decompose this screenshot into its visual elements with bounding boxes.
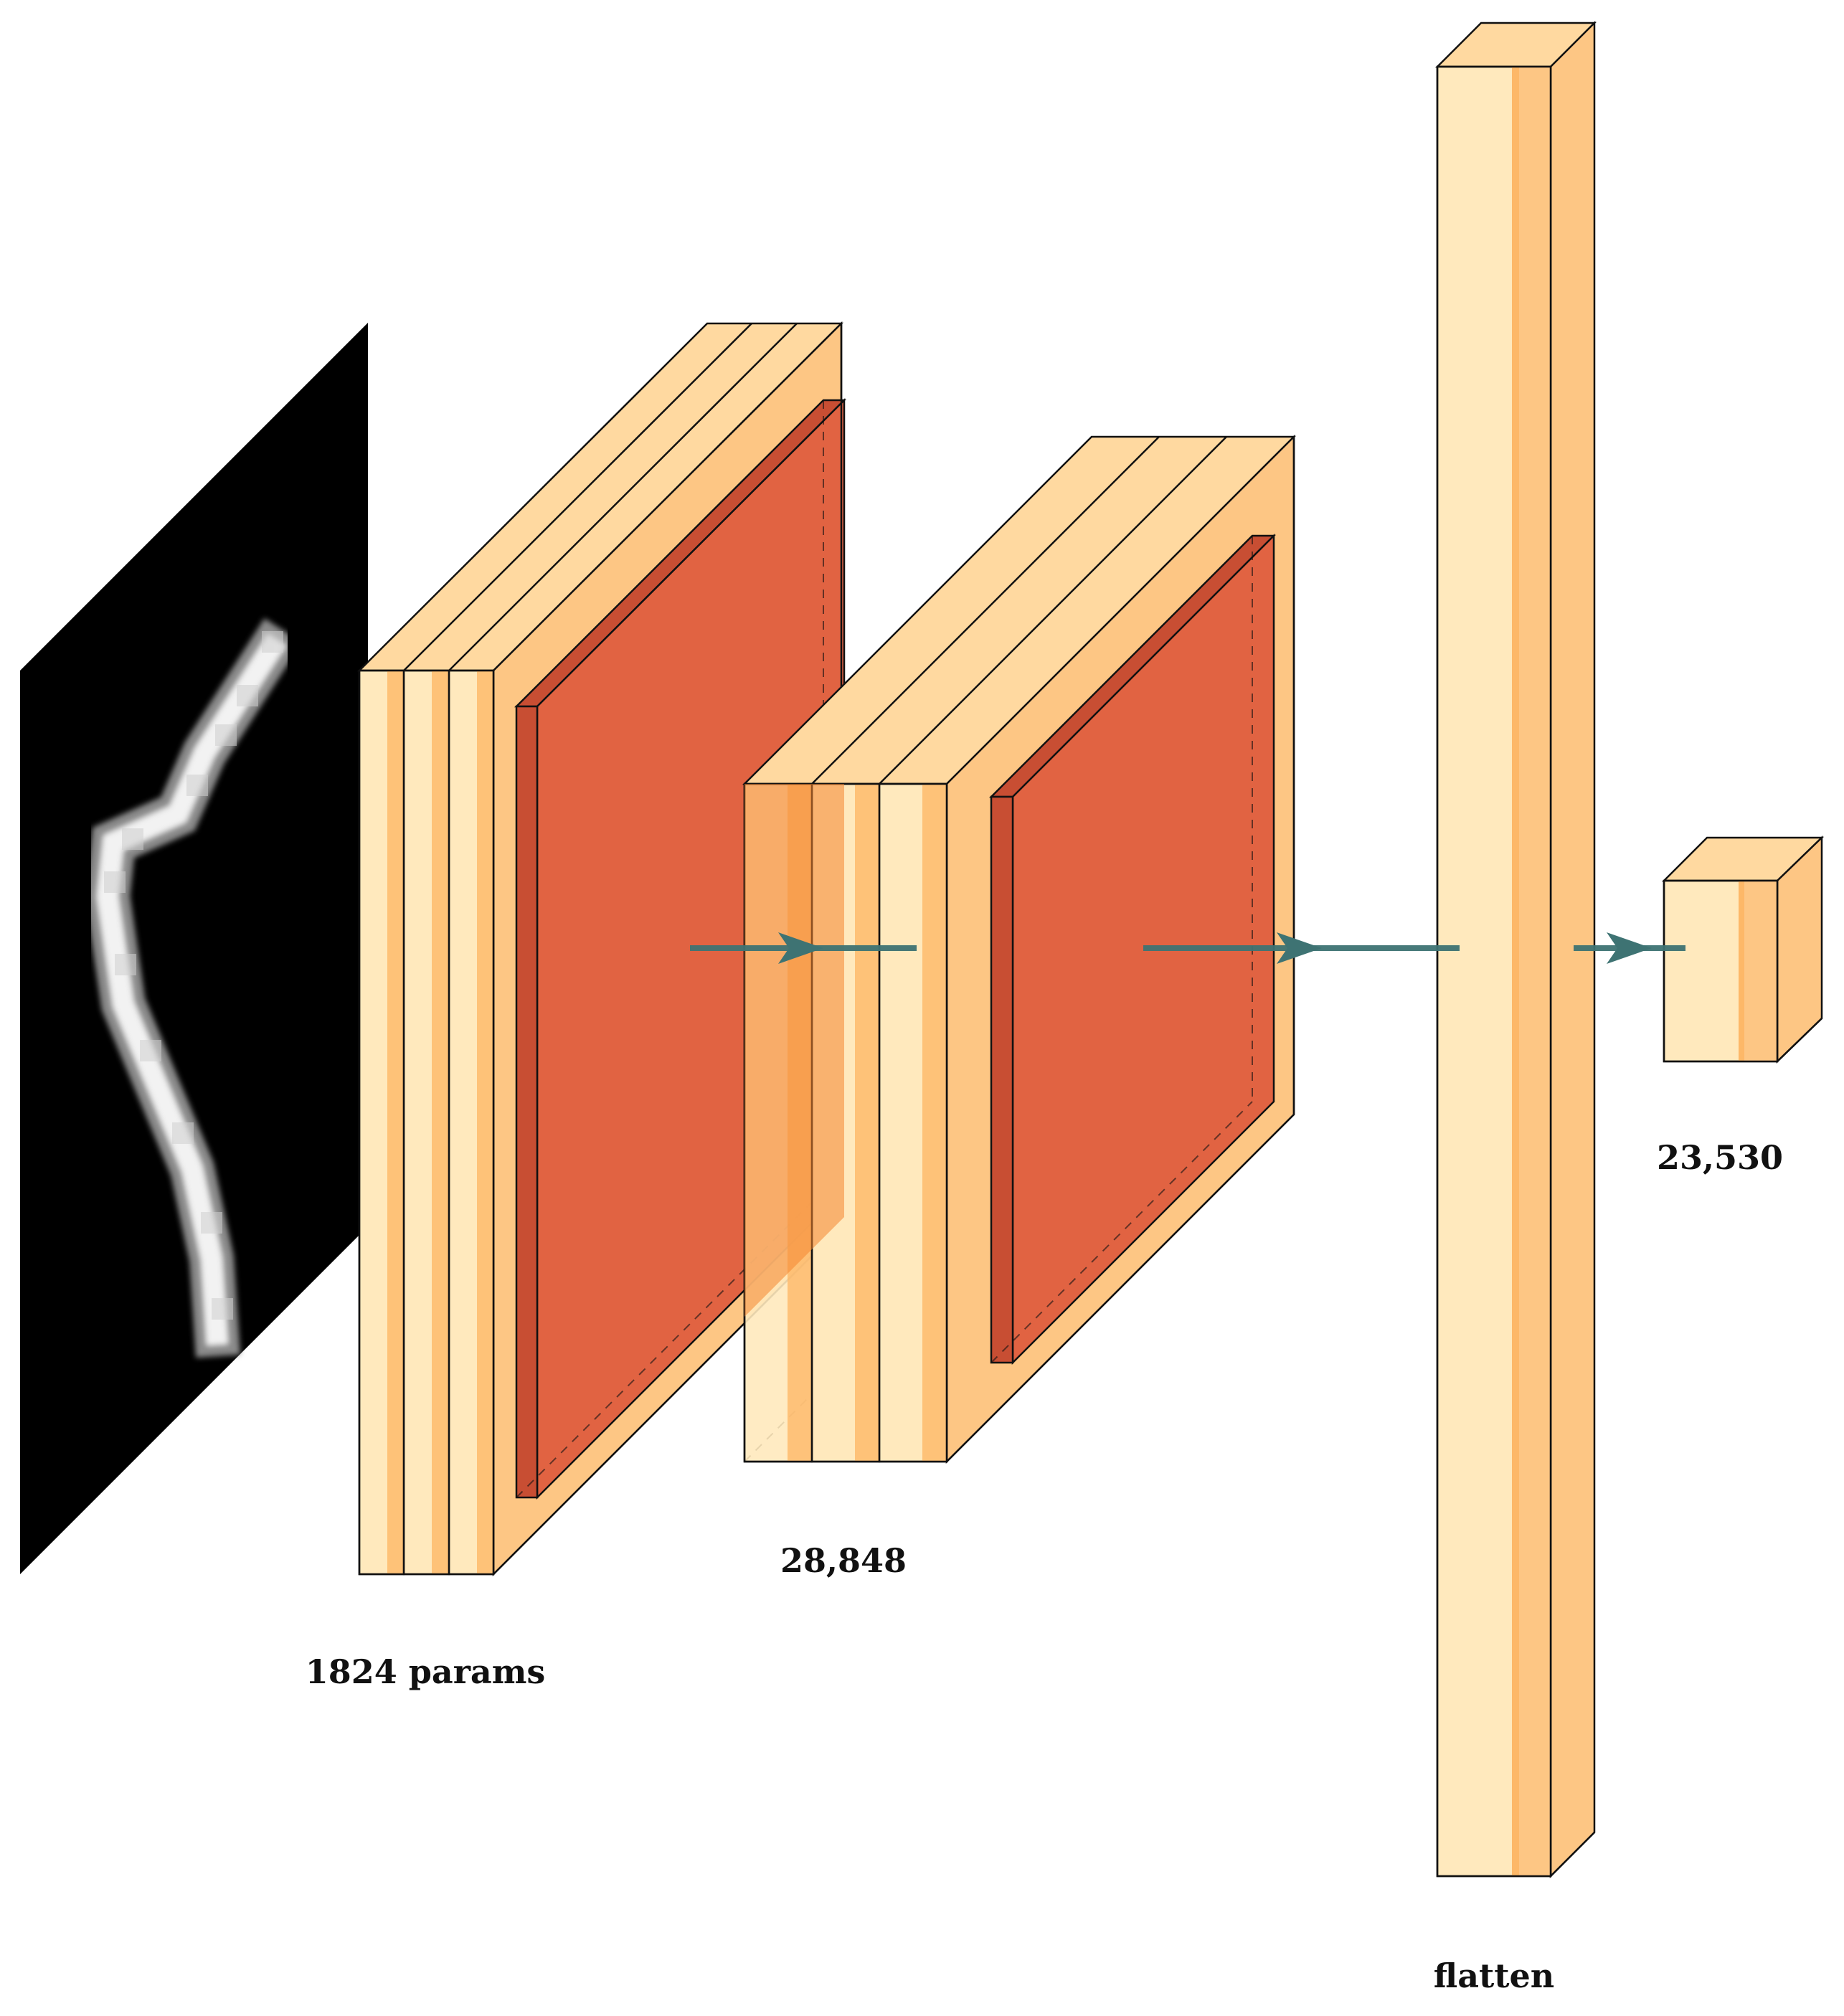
- arrow-conv1-to-conv2: [690, 932, 917, 964]
- dense-block: [1661, 836, 1825, 1064]
- input-image: [20, 323, 368, 1574]
- connection-arrows: [690, 932, 1685, 964]
- dense-param-label: 23,530: [1657, 1138, 1783, 1177]
- overlap-tint: [744, 784, 844, 1317]
- arrow-conv2-to-flatten: [1143, 932, 1460, 964]
- flatten-label: flatten: [1434, 1956, 1554, 1995]
- conv2-param-label: 28,848: [780, 1541, 907, 1580]
- conv1-param-label: 1824 params: [306, 1652, 546, 1691]
- digit-pixel-blocks: [104, 631, 283, 1320]
- flatten-block: [1434, 20, 1597, 1879]
- arrow-flatten-to-dense: [1574, 932, 1685, 964]
